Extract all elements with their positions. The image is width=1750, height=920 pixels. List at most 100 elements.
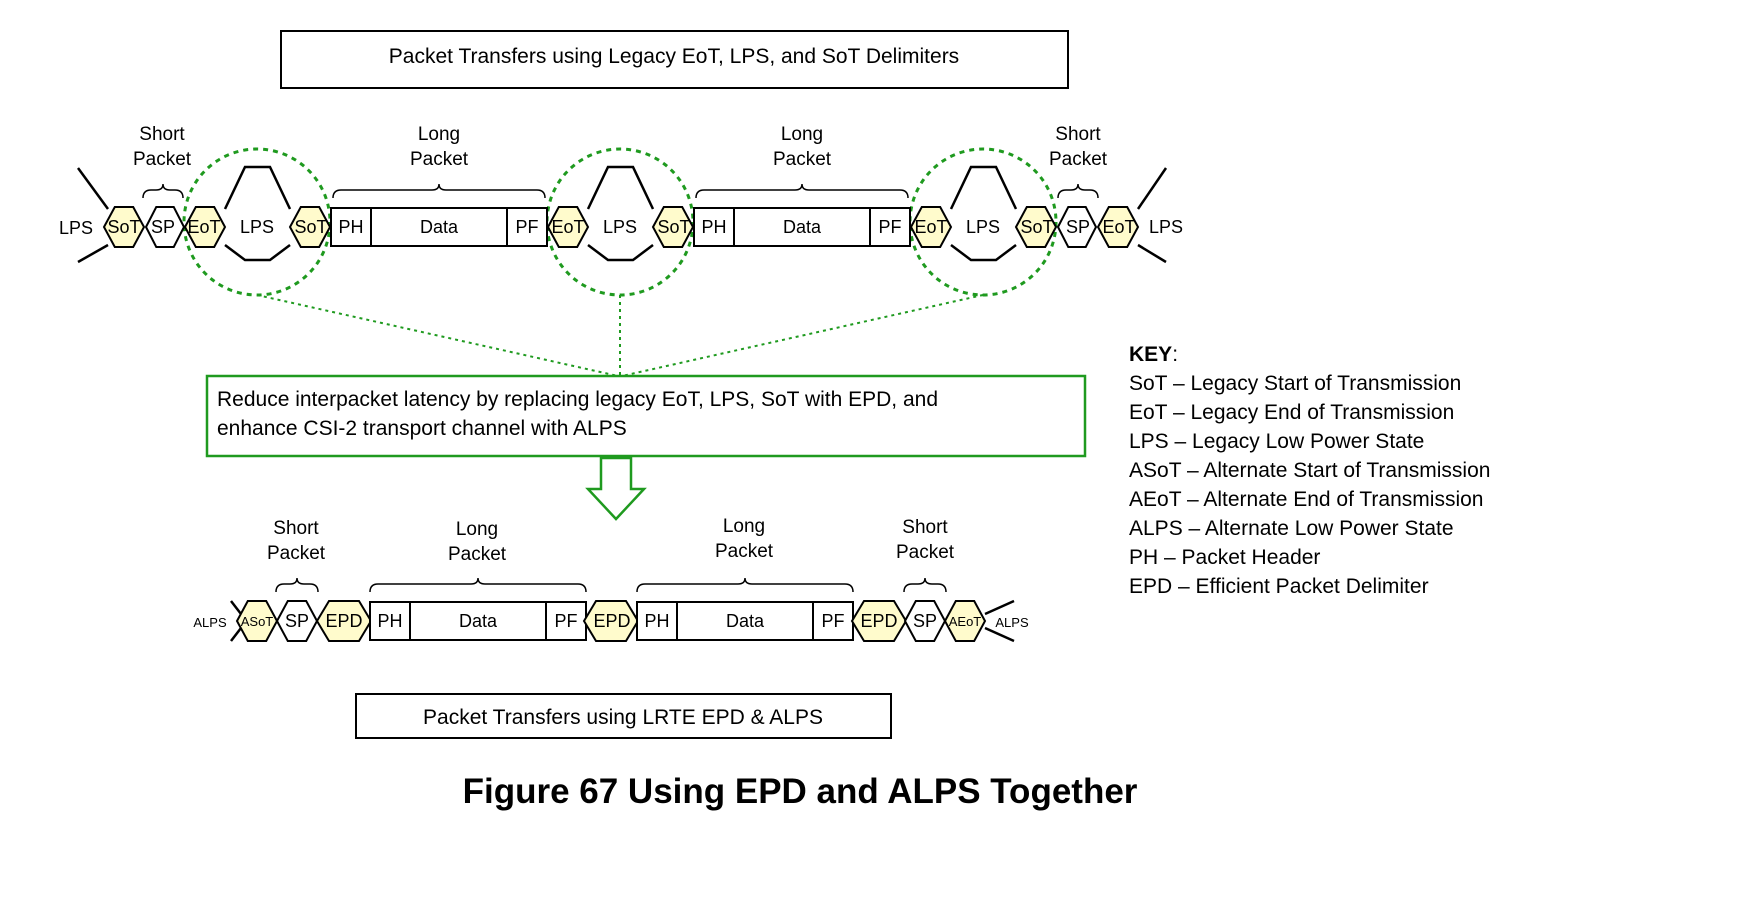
bottom-title: Packet Transfers using LRTE EPD & ALPS xyxy=(423,706,823,729)
packet-word-top-3: Packet xyxy=(773,149,832,170)
note-box xyxy=(205,374,1087,458)
key-item: EoT – Legacy End of Transmission xyxy=(1129,401,1454,424)
lps-text: LPS xyxy=(603,217,637,237)
pf-text: PF xyxy=(821,611,844,631)
sp-text: SP xyxy=(285,611,309,631)
packet-word-bottom-1: Packet xyxy=(267,543,326,564)
sp-short-packet xyxy=(1056,206,1098,248)
top-title-box xyxy=(280,30,1069,89)
right-lane-upper xyxy=(1136,167,1168,210)
figure-caption: Figure 67 Using EPD and ALPS Together xyxy=(463,772,1138,811)
packet-type-label-bottom-2: Long xyxy=(456,519,498,540)
ph-text: PH xyxy=(644,611,669,631)
note-line-1: Reduce interpacket latency by replacing … xyxy=(217,388,938,411)
ph-cell xyxy=(636,601,678,641)
note-line-2: enhance CSI-2 transport channel with ALP… xyxy=(217,417,627,440)
alps-lane-upper-left xyxy=(230,600,242,615)
ph-text: PH xyxy=(338,217,363,237)
long-packet-brace xyxy=(332,183,546,199)
left-lane-upper xyxy=(76,167,110,210)
lps-highlight-layer xyxy=(182,147,1058,377)
lps-text: LPS xyxy=(240,217,274,237)
ph-text: PH xyxy=(377,611,402,631)
packet-type-label-bottom-3: Long xyxy=(723,516,765,537)
aeot-delimiter xyxy=(943,600,987,642)
eot-text: EoT xyxy=(187,217,220,237)
top-title: Packet Transfers using Legacy EoT, LPS, … xyxy=(389,45,959,68)
packet-type-label-top-4: Short xyxy=(1055,124,1101,145)
alps-label-left: ALPS xyxy=(193,615,227,630)
sot-delimiter xyxy=(1014,206,1058,248)
eot-delimiter xyxy=(909,206,953,248)
lps-label-right: LPS xyxy=(1149,217,1183,237)
wire-layer xyxy=(76,165,1168,643)
data-text: Data xyxy=(783,217,822,237)
data-text: Data xyxy=(420,217,459,237)
epd-text: EPD xyxy=(593,611,630,631)
sot-text: SoT xyxy=(107,217,140,237)
down-arrow-icon xyxy=(585,456,647,521)
eot-text: EoT xyxy=(551,217,584,237)
lps-gap-upper-2 xyxy=(586,165,655,210)
ph-cell xyxy=(330,207,372,247)
alps-label-right: ALPS xyxy=(995,615,1029,630)
aeot-text: AEoT xyxy=(949,614,982,629)
lps-text: LPS xyxy=(966,217,1000,237)
data-text: Data xyxy=(459,611,498,631)
key-item: PH – Packet Header xyxy=(1129,546,1320,569)
eot-text: EoT xyxy=(914,217,947,237)
packet-word-top-1: Packet xyxy=(133,149,192,170)
short-packet-brace xyxy=(142,183,184,199)
pf-text: PF xyxy=(878,217,901,237)
eot-text: EoT xyxy=(1102,217,1135,237)
alps-lane-lower-left xyxy=(230,627,242,642)
pf-cell xyxy=(869,207,911,247)
packet-type-label-top-2: Long xyxy=(418,124,460,145)
eot-delimiter xyxy=(183,206,227,248)
key-item: EPD – Efficient Packet Delimiter xyxy=(1129,575,1429,598)
packet-word-top-2: Packet xyxy=(410,149,469,170)
key-item: ALPS – Alternate Low Power State xyxy=(1129,517,1454,540)
lps-gap-lower-3 xyxy=(950,244,1017,262)
lps-label-left: LPS xyxy=(59,218,93,238)
key-item: ASoT – Alternate Start of Transmission xyxy=(1129,459,1490,482)
long-packet-brace xyxy=(695,183,909,199)
packet-word-bottom-2: Packet xyxy=(448,544,507,565)
pf-text: PF xyxy=(554,611,577,631)
data-cell xyxy=(676,601,814,641)
sp-text: SP xyxy=(151,217,175,237)
asot-text: ASoT xyxy=(241,614,274,629)
sot-delimiter xyxy=(102,206,146,248)
eot-delimiter xyxy=(1096,206,1140,248)
long-packet-brace xyxy=(369,577,587,593)
packet-type-label-top-1: Short xyxy=(139,124,185,145)
epd-text: EPD xyxy=(860,611,897,631)
epd-text: EPD xyxy=(325,611,362,631)
callout-line-left xyxy=(256,294,619,377)
bottom-title-box xyxy=(355,693,892,739)
short-packet-brace xyxy=(275,577,319,593)
ph-cell xyxy=(369,601,411,641)
lps-gap-lower-2 xyxy=(587,244,654,262)
pf-text: PF xyxy=(515,217,538,237)
callout-line-right xyxy=(621,294,984,377)
short-packet-brace xyxy=(903,577,947,593)
sot-text: SoT xyxy=(1020,217,1053,237)
symbol-layer xyxy=(102,30,1140,739)
eot-delimiter xyxy=(546,206,590,248)
packet-type-label-bottom-4: Short xyxy=(902,517,948,538)
packet-type-label-bottom-1: Short xyxy=(273,518,319,539)
ph-text: PH xyxy=(701,217,726,237)
key-item: AEoT – Alternate End of Transmission xyxy=(1129,488,1483,511)
alps-lane-lower-right xyxy=(984,626,1015,643)
sot-text: SoT xyxy=(294,217,327,237)
data-cell xyxy=(733,207,871,247)
alps-lane-upper-right xyxy=(984,599,1015,616)
packet-word-bottom-3: Packet xyxy=(715,541,774,562)
data-cell xyxy=(409,601,547,641)
lps-gap-upper-1 xyxy=(223,165,292,210)
left-lane-lower xyxy=(77,243,109,264)
pf-cell xyxy=(506,207,548,247)
long-packet-brace xyxy=(636,577,854,593)
